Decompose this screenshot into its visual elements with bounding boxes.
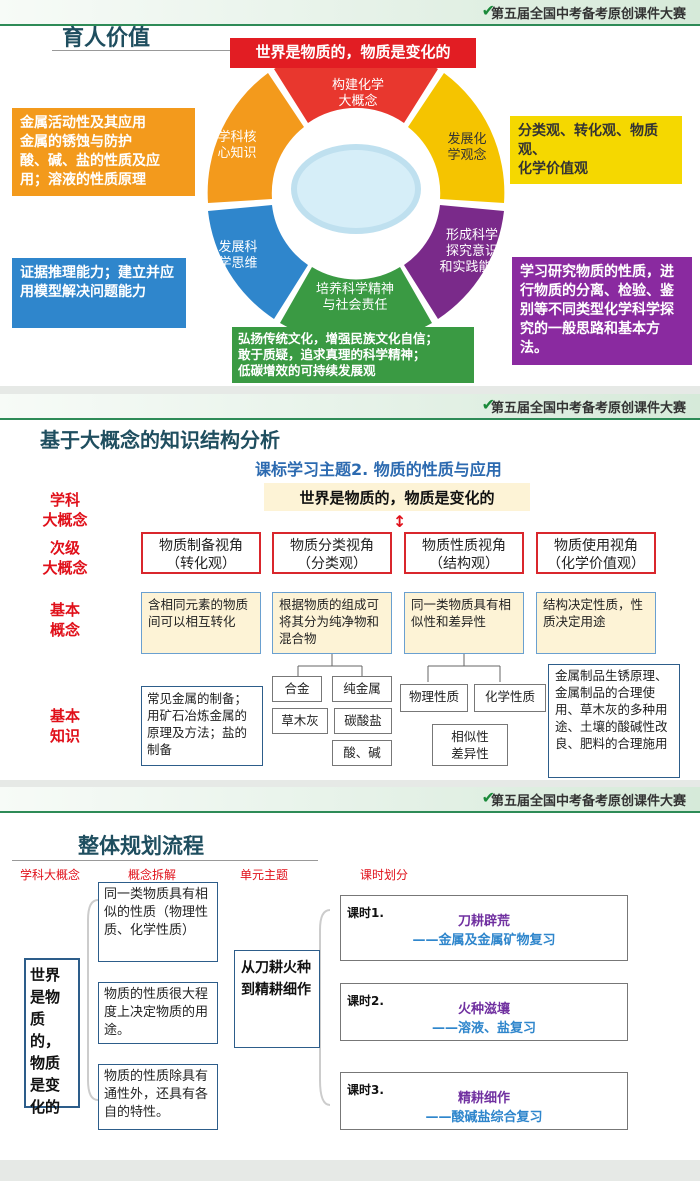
big-concept-box: 世界是物质的，物质是变化的 [264,483,530,511]
center-banner: 世界是物质的，物质是变化的 [230,38,476,68]
box-science-spirit: 弘扬传统文化，增强民族文化自信； 敢于质疑，追求真理的科学精神； 低碳增效的可持… [232,327,474,383]
title-underline [52,50,232,51]
check-icon: ✔ [481,788,495,807]
lesson-number: 课时1. [347,906,384,920]
lesson-title: 火种滋壤 [457,1002,510,1017]
title-underline [12,860,318,861]
wheel-label-views: 发展化 学观念 [447,132,487,163]
knowledge-usage: 金属制品生锈原理、金属制品的合理使用、草木灰的多种用途、土壤的酸碱性改良、肥料的… [548,664,680,778]
wheel-label-concept: 构建化学 大概念 [331,78,384,109]
concept-specific-properties: 物质的性质除具有通性外，还具有各自的特性。 [98,1064,218,1130]
row-label-discipline: 学科 大概念 [42,491,88,529]
wheel-segment-inquiry [404,205,504,319]
big-concept-box: 世界 是物 质的， 物质 是变 化的 [24,958,80,1116]
header-bar-3: ✔ 第五届全国中考备考原创课件大赛 [0,787,700,811]
row-label-knowledge: 基本 知识 [49,707,80,745]
slide1-title: 育人价值 [62,26,151,51]
concept-similar-properties: 同一类物质具有相似的性质（物理性质、化学性质） [98,882,218,962]
item-physical-property: 物理性质 [400,684,468,712]
wheel-label-knowledge: 学科核 心知识 [217,130,257,161]
header-rule [0,418,700,420]
connector-lines [297,654,501,682]
header-title: 第五届全国中考备考原创课件大赛 [490,401,686,416]
wheel-segment-knowledge [207,73,304,203]
header-title: 第五届全国中考备考原创课件大赛 [490,794,686,809]
header-title: 第五届全国中考备考原创课件大赛 [490,7,686,22]
box-scientific-thinking: 证据推理能力；建立并应用模型解决问题能力 [12,258,186,328]
slide2-subtitle: 课标学习主题2. 物质的性质与应用 [255,460,502,479]
lesson-number: 课时3. [347,1083,384,1097]
header-rule [0,24,700,26]
item-chemical-property: 化学性质 [474,684,546,712]
bottom-separator [0,1160,700,1181]
item-plant-ash: 草木灰 [272,708,328,734]
lesson-2-card: 课时2. 火种滋壤 ——溶液、盐复习 [340,983,628,1041]
box-core-knowledge: 金属活动性及其应用 金属的锈蚀与防护 酸、碱、盐的性质及应用；溶液的性质原理 [12,108,195,196]
header-bar-2: ✔ 第五届全国中考备考原创课件大赛 [0,394,700,418]
col-head-discipline: 学科大概念 [20,868,81,882]
item-acid-base: 酸、碱 [332,740,392,766]
perspective-property: 物质性质视角 （结构观） [404,532,524,574]
concept-property: 同一类物质具有相似性和差异性 [404,592,524,654]
wheel-segment-spirit [280,267,432,344]
wheel-segment-concept [274,55,438,123]
wheel-label-thinking: 发展科 学思维 [218,240,258,271]
wheel-label-inquiry: 形成科学 探究意识 和实践能力 [439,228,505,275]
lesson-title: 精耕细作 [457,1091,510,1106]
lesson-number: 课时2. [347,994,384,1008]
slide-separator [0,386,700,396]
lesson-3-card: 课时3. 精耕细作 ——酸碱盐综合复习 [340,1072,628,1130]
concept-usage: 结构决定性质，性质决定用途 [536,592,656,654]
lesson-subtitle: ——金属及金属矿物复习 [412,933,556,948]
item-carbonate: 碳酸盐 [334,708,392,734]
flow-brackets [87,899,331,1106]
item-alloy: 合金 [272,676,322,702]
lesson-1-card: 课时1. 刀耕辟荒 ——金属及金属矿物复习 [340,895,628,961]
concept-property-usage: 物质的性质很大程度上决定物质的用途。 [98,982,218,1044]
row-label-secondary: 次级 大概念 [42,539,88,577]
item-similarity-difference: 相似性 差异性 [432,724,508,766]
unit-theme-box: 从刀耕火种 到精耕细作 [234,950,320,1048]
col-head-lessons: 课时划分 [360,868,409,882]
core-literacy-wheel [207,55,505,344]
concept-classification: 根据物质的组成可将其分为纯净物和混合物 [272,592,392,654]
col-head-breakdown: 概念拆解 [128,868,177,882]
perspective-usage: 物质使用视角 （化学价值观） [536,532,656,574]
wheel-segment-thinking [208,205,308,319]
header-rule [0,811,700,813]
wheel-label-spirit: 培养科学精神 与社会责任 [315,282,394,313]
slide3-title: 整体规划流程 [78,834,204,858]
header-bar: ✔ 第五届全国中考备考原创课件大赛 [0,0,700,24]
check-icon: ✔ [481,1,495,20]
slide-separator [0,780,700,790]
concept-preparation: 含相同元素的物质间可以相互转化 [141,592,261,654]
check-icon: ✔ [481,395,495,414]
arrow-icon: ↕ [393,512,407,531]
lesson-title: 刀耕辟荒 [457,914,510,929]
wheel-segment-views [408,73,505,203]
slide2-title: 基于大概念的知识结构分析 [40,428,280,452]
perspective-preparation: 物质制备视角 （转化观） [141,532,261,574]
box-scientific-inquiry: 学习研究物质的性质，进行物质的分离、检验、鉴别等不同类型化学科学探究的一般思路和… [512,257,692,365]
item-pure-metal: 纯金属 [332,676,392,702]
perspective-classification: 物质分类视角 （分类观） [272,532,392,574]
lesson-subtitle: ——溶液、盐复习 [431,1021,536,1036]
box-chemistry-views: 分类观、转化观、物质观、 化学价值观 [510,116,682,184]
row-label-concept: 基本 概念 [49,601,80,639]
knowledge-preparation: 常见金属的制备；用矿石冶炼金属的原理及方法；盐的制备 [141,686,263,766]
lesson-subtitle: ——酸碱盐综合复习 [425,1110,543,1125]
col-head-unit: 单元主题 [240,868,289,882]
